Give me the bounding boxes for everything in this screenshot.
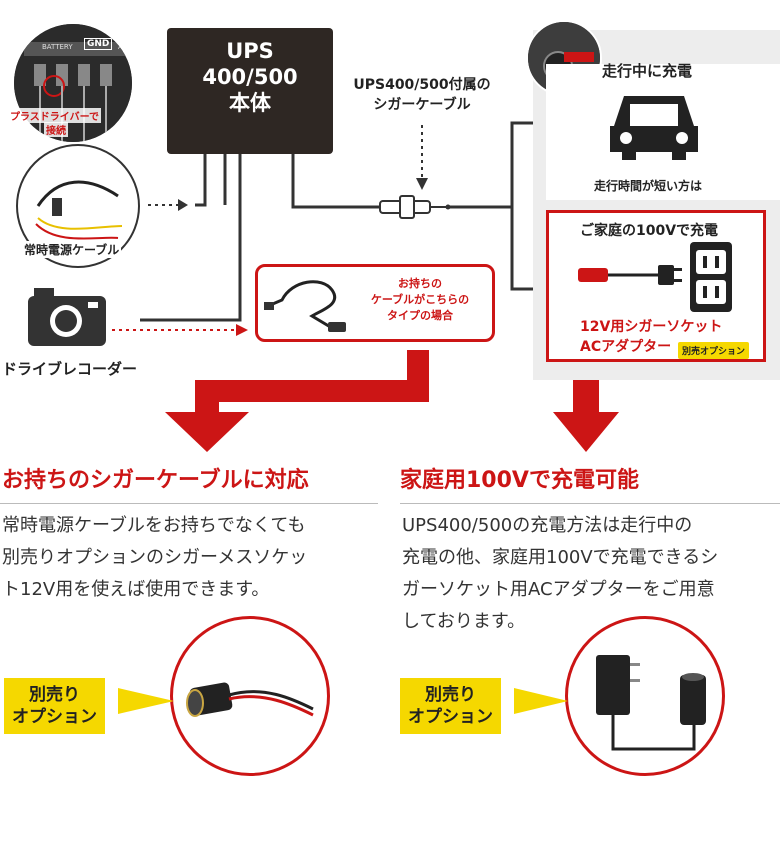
cigar-cable-label-2: シガーケーブル	[373, 97, 471, 113]
terminal-caption-2: 接続	[44, 122, 68, 137]
ups-unit	[167, 28, 333, 154]
option-badge: 別売オプション	[678, 342, 750, 359]
cable-type-bubble	[255, 264, 495, 342]
right-option-pointer	[514, 688, 568, 714]
car-icon	[606, 86, 702, 162]
home-product-line2: ACアダプター	[580, 339, 672, 355]
ups-title-line3: 本体	[229, 91, 271, 115]
bubble-line2: ケーブルがこちらの	[370, 293, 470, 306]
car-charge-note: 走行時間が短い方は	[594, 179, 703, 193]
terminal-photo: BATTERY GND ACC	[14, 24, 132, 142]
ac-adapter-photo	[565, 616, 725, 776]
ac-adapter-icon	[596, 655, 706, 751]
dashcam-label: ドライブレコーダー	[2, 360, 138, 378]
wire-lines	[140, 121, 545, 322]
wire-dashcam	[140, 150, 242, 322]
terminal-block-icon	[14, 24, 132, 142]
left-option-line1: 別売り	[29, 685, 80, 705]
label-acc: ACC	[118, 43, 132, 51]
wire-cigar	[291, 150, 380, 209]
left-divider	[0, 503, 378, 504]
bubble-line1: お持ちの	[398, 277, 442, 290]
home-product-name: 12V用シガーソケット ACアダプター	[580, 317, 722, 357]
ups-title-line2: 400/500	[202, 65, 298, 89]
right-section-heading: 家庭用100Vで充電可能	[400, 468, 639, 493]
cigar-plug-icon	[379, 195, 451, 219]
right-option-line2: オプション	[408, 707, 493, 727]
left-option-label: 別売り オプション	[4, 678, 105, 734]
arrow-cigar-label	[416, 178, 428, 190]
right-body: UPS400/500の充電方法は走行中の 充電の他、家庭用100Vで充電できるシ…	[402, 510, 718, 638]
red-arrow-right	[553, 362, 619, 452]
left-body-line: 別売りオプションのシガーメスソケッ	[2, 547, 308, 568]
label-battery: BATTERY	[42, 43, 73, 51]
right-body-line: しております。	[402, 611, 526, 632]
left-body-line: 常時電源ケーブルをお持ちでなくても	[2, 515, 306, 536]
home-charge-card	[546, 210, 766, 362]
left-body-line: ト12V用を使えば使用できます。	[2, 579, 270, 600]
bubble-line3: タイプの場合	[387, 309, 453, 322]
label-gnd: GND	[84, 38, 113, 50]
ac-plug-icon	[578, 260, 684, 290]
right-body-line: ガーソケット用ACアダプターをご用意	[402, 579, 715, 600]
left-option-line2: オプション	[12, 707, 97, 727]
car-charge-title: 走行中に充電	[602, 62, 693, 80]
coiled-cable-icon	[262, 270, 352, 336]
right-option-line1: 別売り	[425, 685, 476, 705]
home-product-line1: 12V用シガーソケット	[580, 319, 723, 335]
female-cigar-socket-icon	[186, 682, 314, 717]
right-body-line: UPS400/500の充電方法は走行中の	[402, 515, 693, 536]
terminal-caption-1: プラスドライバーで	[8, 108, 101, 123]
arrow-dashcam	[236, 324, 248, 336]
wall-outlet-icon	[690, 242, 732, 312]
wire-constant-power	[195, 150, 207, 207]
right-divider	[400, 503, 780, 504]
cigar-cable-label: UPS400/500付属の シガーケーブル	[344, 74, 500, 114]
camera-icon	[24, 282, 108, 348]
constant-power-label: 常時電源ケーブル	[22, 241, 122, 258]
home-charge-title: ご家庭の100Vで充電	[580, 223, 719, 239]
left-option-pointer	[118, 688, 174, 714]
left-body: 常時電源ケーブルをお持ちでなくても 別売りオプションのシガーメスソケッ ト12V…	[2, 510, 307, 606]
female-socket-photo	[170, 616, 330, 776]
right-option-label: 別売り オプション	[400, 678, 501, 734]
bubble-text: お持ちの ケーブルがこちらの タイプの場合	[350, 276, 490, 324]
ups-title-line1: UPS	[226, 39, 274, 63]
red-arrow-left	[165, 350, 429, 452]
wiring-diagram	[112, 116, 619, 452]
arrow-constant-power	[178, 199, 188, 211]
cable-icon	[35, 180, 123, 240]
left-section-heading: お持ちのシガーケーブルに対応	[2, 468, 309, 493]
ups-title: UPS 400/500 本体	[167, 38, 333, 116]
right-body-line: 充電の他、家庭用100Vで充電できるシ	[402, 547, 719, 568]
cigar-cable-label-1: UPS400/500付属の	[353, 77, 491, 93]
